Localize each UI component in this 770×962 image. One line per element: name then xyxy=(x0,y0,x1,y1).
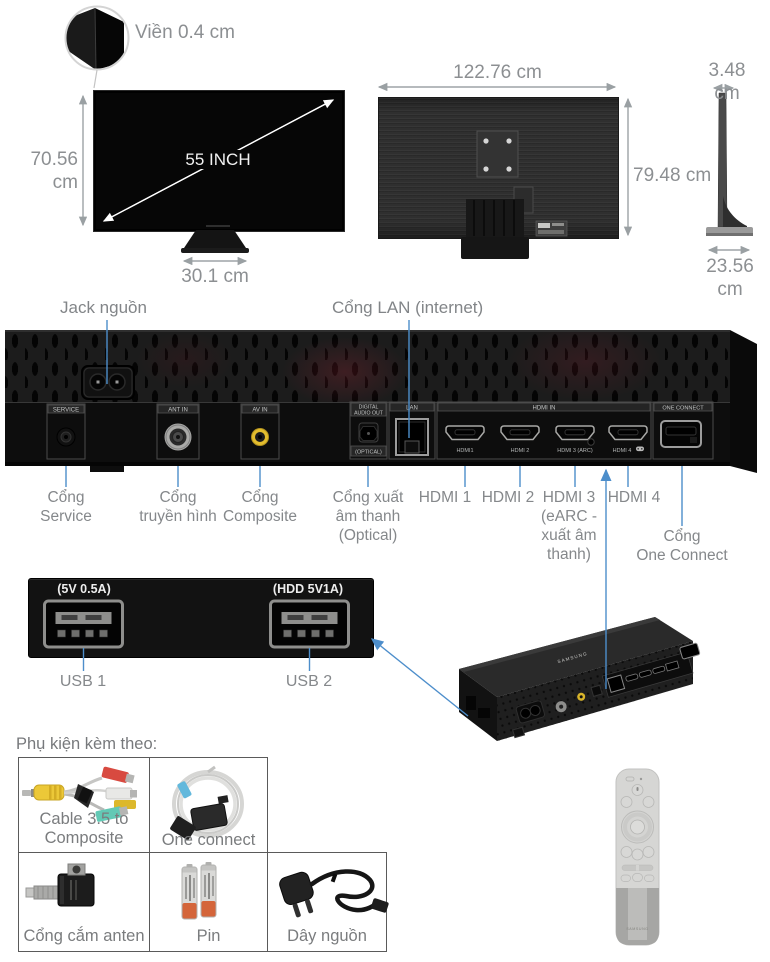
remote-control: SAMSUNG xyxy=(615,768,660,946)
stand-width-label: 30.1 cm xyxy=(181,266,249,287)
side-stand-depth-label: 23.56 cm xyxy=(706,256,754,300)
accessory-cable-35-composite xyxy=(22,766,137,822)
front-height-label: 70.56 cm xyxy=(30,149,78,193)
hdmi4-callout: HDMI 4 xyxy=(607,489,661,506)
bezel-dimension-label: Viền 0.4 cm xyxy=(135,22,235,43)
tv-front-stand xyxy=(181,225,249,253)
remote-power-button xyxy=(625,776,635,782)
service-tag: SERVICE xyxy=(53,408,79,414)
hdmi-in-tag: HDMI IN xyxy=(533,406,556,412)
accessory-label-battery: Pin xyxy=(196,927,221,945)
dimension-arrows xyxy=(78,82,751,266)
remote-playpause-button xyxy=(642,846,655,858)
accessory-antenna-adapter xyxy=(25,863,95,907)
av-in-port: AV IN xyxy=(240,403,280,460)
power-inlet xyxy=(81,365,135,400)
accessory-power-cord xyxy=(279,869,389,918)
hdmi2-callout: HDMI 2 xyxy=(481,489,535,506)
hdmi2-port xyxy=(500,425,540,441)
hdmi1-tag: HDMI1 xyxy=(456,448,473,454)
optical-callout: Cổng xuất âm thanh (Optical) xyxy=(332,489,404,544)
side-depth-label: 3.48 cm xyxy=(708,60,746,104)
back-height-label: 79.48 cm xyxy=(633,165,712,186)
power-jack-callout: Jack nguồn xyxy=(60,298,147,317)
remote-app-button-2 xyxy=(632,873,643,882)
one-connect-box: SAMSUNG xyxy=(459,617,701,741)
usb2-port xyxy=(269,599,350,649)
usb-diagonal-arrow xyxy=(370,638,469,717)
one-connect-tag: ONE CONNECT xyxy=(662,406,704,412)
hdmi3-callout: HDMI 3 (eARC - xuất âm thanh) xyxy=(541,489,597,563)
one-connect-port: ONE CONNECT xyxy=(652,401,714,460)
lan-callout: Cổng LAN (internet) xyxy=(332,298,484,317)
accessory-label-antenna: Cổng cắm anten xyxy=(23,927,145,945)
antenna-port: ANT IN xyxy=(156,403,200,460)
remote-back-button xyxy=(620,846,633,858)
antenna-callout: Cổng truyền hình xyxy=(139,489,217,525)
optical-tag: (OPTICAL) xyxy=(355,450,382,456)
digital-tag-line2: AUDIO OUT xyxy=(354,411,384,417)
back-width-label: 122.76 cm xyxy=(453,62,542,83)
one-connect-callout: Cổng One Connect xyxy=(636,528,728,564)
hdmi1-callout: HDMI 1 xyxy=(418,489,472,506)
digital-tag-line1: DIGITAL xyxy=(359,405,379,411)
remote-color-button xyxy=(642,796,655,808)
usb1-port xyxy=(43,599,124,649)
hdmi4-port xyxy=(608,425,648,441)
av-in-tag: AV IN xyxy=(252,408,267,414)
accessory-label-oneconnect: One connect xyxy=(161,831,256,849)
hdmi-group: HDMI IN HDMI1 HDMI 2 HDMI 3 (ARC) HDMI 4 xyxy=(436,401,652,460)
accessory-label-powercord: Dây nguồn xyxy=(287,927,367,945)
screen-size-label: 55 INCH xyxy=(168,150,268,170)
rear-panel-ports: SERVICE ANT IN AV IN xyxy=(5,330,757,473)
panel-side-face xyxy=(730,330,757,473)
tv-back-details xyxy=(461,130,568,259)
composite-callout: Cổng Composite xyxy=(222,489,298,525)
usb2-rating-tag: (HDD 5V1A) xyxy=(272,582,344,596)
game-controller-icon xyxy=(636,446,644,452)
usb2-label: USB 2 xyxy=(285,673,333,690)
hdmi2-tag: HDMI 2 xyxy=(511,448,530,454)
usb-ports xyxy=(43,599,350,649)
optical-port: DIGITAL AUDIO OUT (OPTICAL) xyxy=(349,401,388,460)
panel-bottom-edge xyxy=(5,462,730,466)
service-callout: Cổng Service xyxy=(40,489,92,525)
remote-brand-logo: SAMSUNG xyxy=(626,927,648,931)
bezel-magnifier xyxy=(64,5,130,89)
accessory-batteries xyxy=(181,861,217,920)
service-port: SERVICE xyxy=(46,403,86,460)
ant-in-tag: ANT IN xyxy=(168,408,188,414)
tv-side-view xyxy=(706,92,753,236)
hdmi3-tag: HDMI 3 (ARC) xyxy=(557,448,593,454)
hdmi3-port xyxy=(555,425,595,441)
accessories-title: Phụ kiện kèm theo: xyxy=(16,735,158,753)
hdmi4-tag: HDMI 4 xyxy=(613,448,632,454)
remote-home-button xyxy=(631,848,644,861)
accessory-label-cable: Cable 3.5 to Composite xyxy=(39,810,129,848)
remote-app-button-1 xyxy=(620,874,631,882)
remote-numpad-button xyxy=(620,796,633,808)
remote-app-button-3 xyxy=(644,874,655,882)
callout-lines xyxy=(65,320,683,717)
accessory-one-connect-cable xyxy=(170,765,244,840)
usb1-rating-tag: (5V 0.5A) xyxy=(57,582,111,596)
remote-mic-hole xyxy=(639,777,643,781)
box-rear-ports xyxy=(512,642,701,739)
usb1-label: USB 1 xyxy=(59,673,107,690)
lan-port: LAN xyxy=(388,401,436,460)
lan-tag: LAN xyxy=(406,406,418,412)
hdmi1-port xyxy=(445,425,485,441)
